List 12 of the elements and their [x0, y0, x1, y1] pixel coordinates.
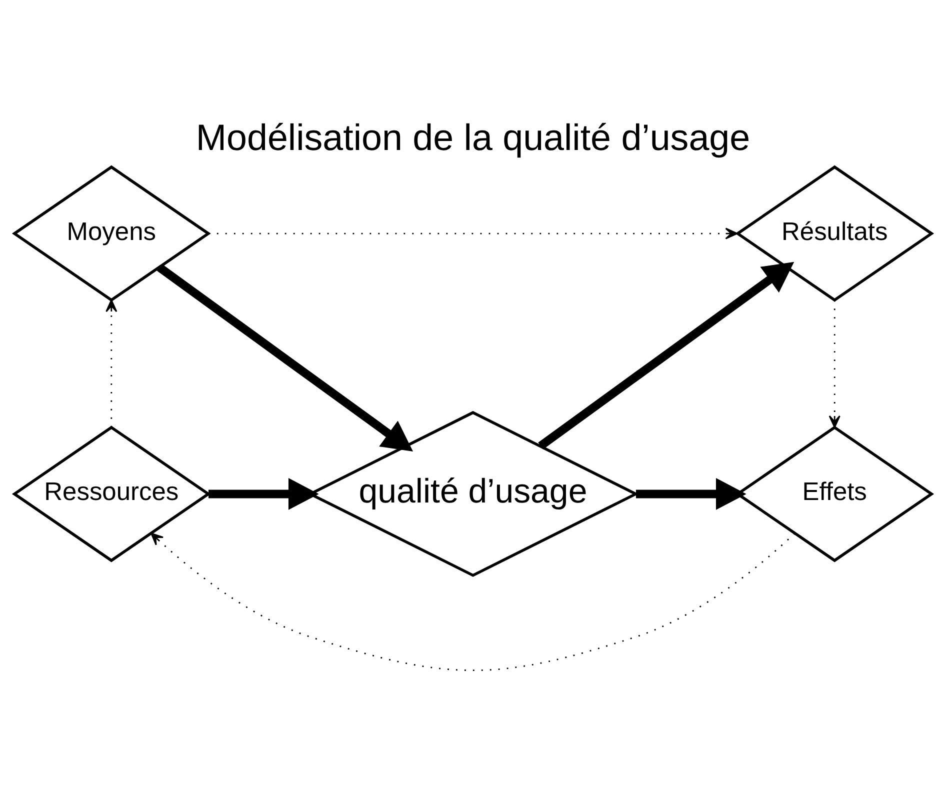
- arrow: [208, 478, 319, 510]
- arrow: [636, 478, 746, 510]
- arrow: [150, 532, 796, 671]
- diagram-title: Modélisation de la qualité d’usage: [196, 116, 750, 158]
- arrow: [828, 300, 840, 428]
- arrow: [156, 264, 414, 452]
- arrow: [208, 228, 738, 240]
- node-diamond: Résultats: [735, 165, 934, 302]
- arrow: [538, 262, 794, 450]
- node-diamond: Ressources: [12, 426, 211, 562]
- node-diamond: Moyens: [12, 165, 211, 302]
- arrow: [106, 299, 118, 428]
